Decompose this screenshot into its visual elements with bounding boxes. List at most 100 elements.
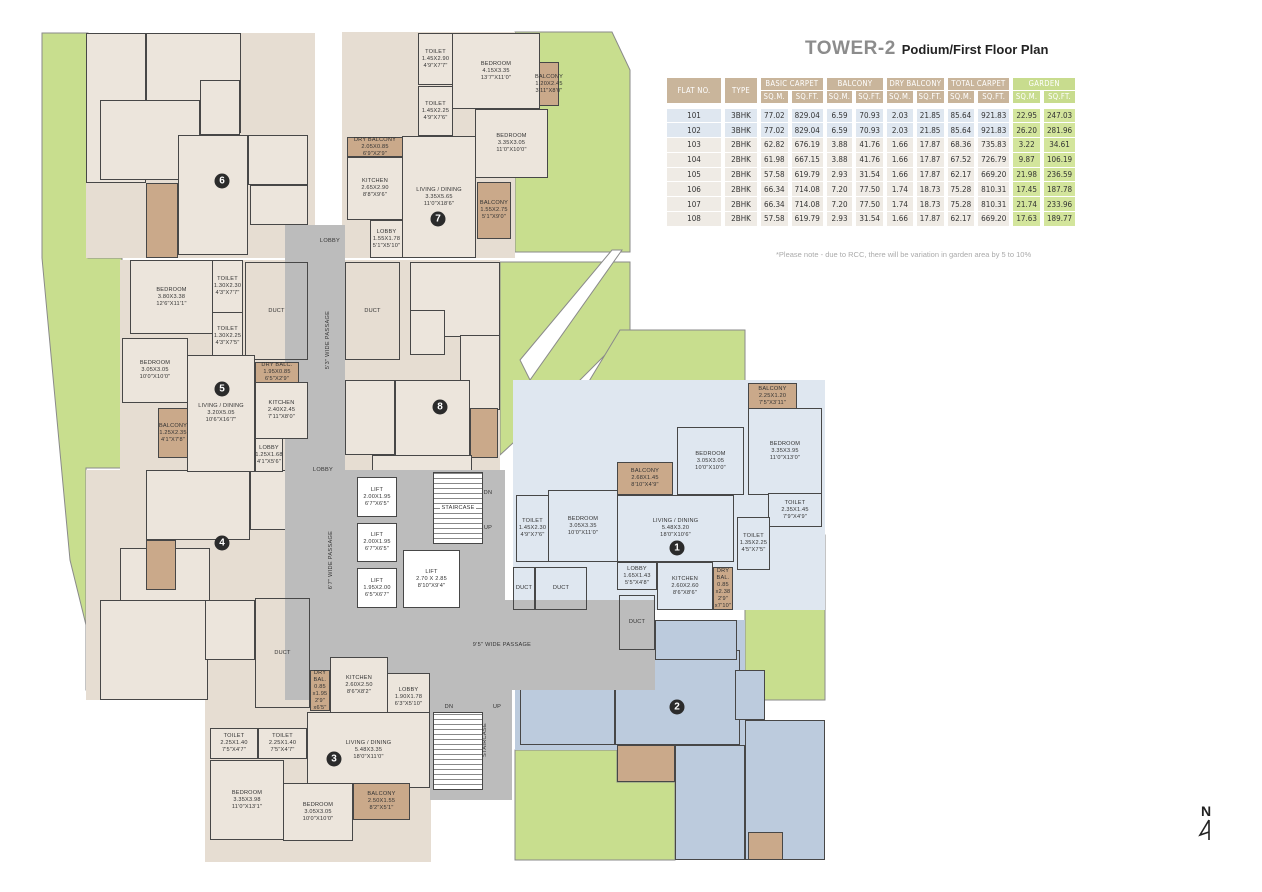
room-metric: 2.60X2.50	[345, 681, 373, 688]
room-imperial: 4'9"X7'6"	[520, 532, 545, 538]
room-metric: 1.30X2.30	[213, 283, 242, 289]
north-arrow-icon	[1198, 819, 1210, 840]
col-dry-balcony: DRY BALCONY	[887, 77, 944, 90]
table-cell: 6.59	[826, 103, 853, 123]
unit-header-sqft: SQ.FT.	[856, 90, 884, 103]
room-imperial: 10'0"X10'0"	[695, 464, 726, 471]
table-cell: 21.85	[916, 103, 944, 123]
room-metric: 1.65X1.43	[623, 572, 651, 579]
dn-label: DN	[483, 490, 493, 496]
furnished-room	[248, 135, 308, 185]
table-cell: 77.50	[856, 197, 884, 212]
room-name: BALCONY	[758, 385, 787, 392]
unit-header-sqm: SQ.M.	[947, 90, 975, 103]
room-name: TOILET	[425, 48, 446, 55]
room-name: BEDROOM	[156, 286, 187, 293]
room-name: LIVING / DINING	[345, 739, 392, 746]
room-metric: 2.35X1.45	[781, 506, 809, 513]
table-cell: 2.93	[826, 167, 853, 182]
room-name: LIVING / DINING	[652, 518, 699, 524]
staircase-upper: STAIRCASE	[433, 472, 483, 544]
room-metric: 1.55X2.75	[480, 207, 508, 213]
room-name: TOILET	[522, 518, 543, 524]
unit-header-sqm: SQ.M.	[887, 90, 913, 103]
table-cell: 66.34	[761, 197, 788, 212]
furnished-room	[205, 600, 255, 660]
room-metric: 3.35X3.95	[771, 448, 799, 454]
room-imperial: 5'1"X5'10"	[372, 242, 401, 249]
unit-header-sqm: SQ.M.	[761, 90, 788, 103]
table-cell: 41.76	[856, 152, 884, 167]
table-cell: 62.82	[761, 138, 788, 152]
room-name: LIFT	[370, 577, 384, 584]
room-metric: 5.48X3.20	[661, 525, 690, 531]
room-name: BALCONY	[479, 200, 509, 206]
room-imperial: 11'0"X13'1"	[231, 803, 263, 810]
room-metric: 1.45X2.30	[518, 525, 547, 531]
table-cell: 57.58	[761, 167, 788, 182]
room-name: BEDROOM	[231, 789, 263, 796]
furnished-room	[395, 380, 470, 460]
table-cell: 34.61	[1043, 138, 1076, 152]
room-metric: 4.15X3.35	[482, 67, 510, 74]
table-cell: 62.17	[947, 167, 975, 182]
table-cell: 921.83	[978, 123, 1010, 138]
table-cell: 68.36	[947, 138, 975, 152]
table-cell: 619.79	[791, 167, 823, 182]
table-cell: 70.93	[856, 103, 884, 123]
room-imperial: 6'3"X5'10"	[394, 700, 423, 707]
room-imperial: 8'10"X4'9"	[631, 482, 659, 488]
room-imperial: 10'0"X10'0"	[139, 374, 171, 380]
table-cell: 21.85	[916, 123, 944, 138]
plan-subtitle: Podium/First Floor Plan	[901, 42, 1049, 57]
table-cell: 108	[667, 212, 721, 226]
furnished-room	[617, 745, 675, 782]
room-metric: 3.35X3.98	[233, 796, 261, 803]
room-metric: 1.30X2.25	[213, 333, 242, 339]
table-cell: 77.02	[761, 103, 788, 123]
room-name: BEDROOM	[480, 60, 512, 67]
room-metric: 1.45X2.25	[421, 107, 450, 114]
room-imperial: 7'9"X4'9"	[782, 513, 808, 520]
table-cell: 17.87	[916, 212, 944, 226]
table-cell: 189.77	[1043, 212, 1076, 226]
room-metric: 3.05X3.05	[696, 457, 725, 464]
room-imperial: 4'3"X7'7"	[215, 290, 240, 296]
table-cell: 75.28	[947, 197, 975, 212]
table-cell: 669.20	[978, 167, 1010, 182]
table-cell: 9.87	[1013, 152, 1040, 167]
table-cell: 187.78	[1043, 182, 1076, 197]
room-name: KITCHEN	[362, 178, 388, 184]
room-metric: 3.05X3.05	[304, 808, 332, 815]
room-imperial: 10'6"X16'7"	[205, 417, 237, 423]
table-cell: 17.87	[916, 167, 944, 182]
flat-number-badge: 8	[432, 399, 448, 415]
room-imperial: 8'2"X5'1"	[369, 805, 394, 811]
table-cell: 1.66	[887, 152, 913, 167]
table-cell: 31.54	[856, 212, 884, 226]
furnished-room	[345, 380, 395, 455]
room-imperial: 7'11"X8'0"	[268, 414, 295, 420]
room-name: DRY BALCONY	[353, 136, 397, 143]
table-cell: 2BHK	[725, 138, 757, 152]
passage-label: 5'3" WIDE PASSAGE	[325, 310, 331, 370]
table-cell: 22.95	[1013, 103, 1040, 123]
room-metric: 1.25X2.35	[159, 429, 187, 436]
room-imperial: 7'5"X3'11"	[759, 399, 786, 406]
